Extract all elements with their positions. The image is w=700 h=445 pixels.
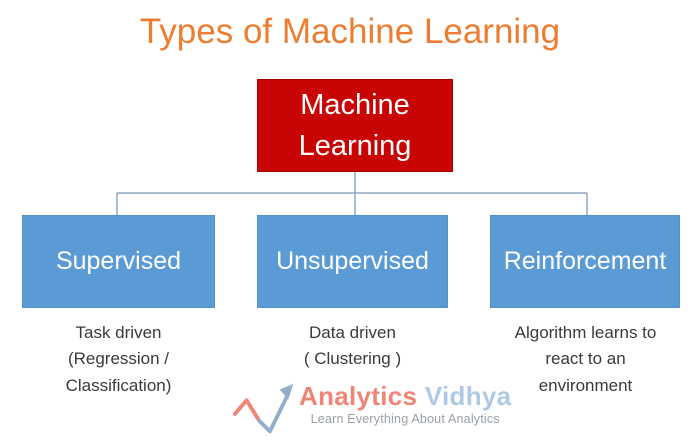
node-reinforcement: Reinforcement [490, 215, 680, 308]
description-supervised: Task driven (Regression / Classification… [65, 323, 172, 395]
page-title: Types of Machine Learning [139, 12, 561, 51]
logo-tagline: Learn Everything About Analytics [310, 412, 500, 427]
description-unsupervised: Data driven ( Clustering ) [303, 323, 402, 369]
description-reinforcement: Algorithm learns to react to an environm… [514, 323, 657, 395]
node-unsupervised: Unsupervised [257, 215, 448, 308]
analytics-vidhya-logo: Analytics Vidhya Learn Everything About … [233, 380, 511, 442]
logo-name-analytics: Analytics [299, 381, 418, 411]
trend-arrow-icon [233, 383, 294, 434]
logo-name-space [417, 381, 425, 411]
logo-name-vidhya: Vidhya [424, 381, 512, 411]
node-machine-learning: Machine Learning [257, 79, 453, 172]
logo-name: Analytics Vidhya [299, 381, 512, 411]
logo-text: Analytics Vidhya Learn Everything About … [299, 381, 512, 427]
node-supervised: Supervised [22, 215, 215, 308]
